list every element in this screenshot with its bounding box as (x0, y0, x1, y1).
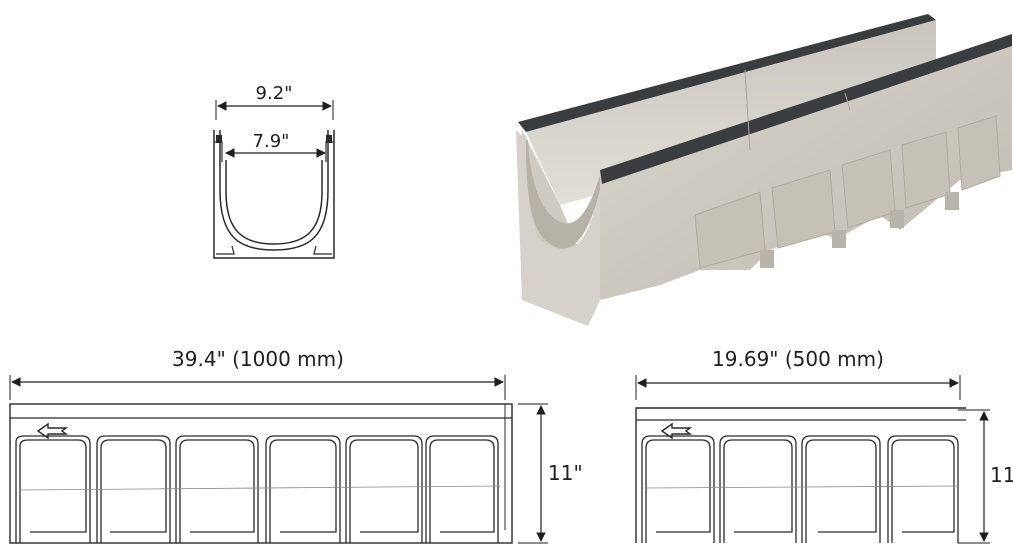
channel-3d-render (516, 14, 1012, 326)
outer-width-label: 9.2" (256, 83, 293, 104)
flow-arrow-icon (36, 422, 69, 440)
short-height-label: 11" (990, 463, 1013, 487)
side-view-long-drawing: 39.4" (1000 mm) 11" (9, 347, 583, 544)
side-view-short-drawing: 19.69" (500 mm) 11" (635, 347, 1013, 544)
flow-arrow-icon (660, 422, 693, 440)
long-length-label: 39.4" (1000 mm) (172, 347, 344, 371)
short-length-label: 19.69" (500 mm) (712, 347, 884, 371)
inner-width-label: 7.9" (253, 131, 290, 152)
long-height-label: 11" (548, 461, 583, 485)
cross-section-drawing: 9.2" 7.9" (213, 83, 335, 259)
